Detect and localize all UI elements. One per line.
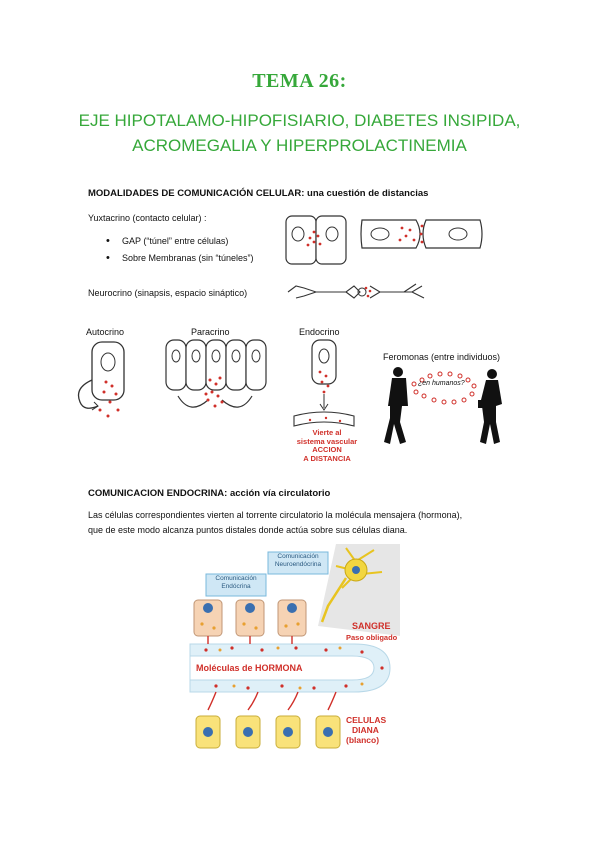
section1-heading: MODALIDADES DE COMUNICACIÓN CELULAR: una… bbox=[88, 188, 428, 199]
endocrino-illustration bbox=[293, 339, 355, 427]
endocrino-caption: Vierte al sistema vascular ACCION A DIST… bbox=[287, 428, 367, 463]
neuron-synapse-illustration bbox=[287, 283, 425, 299]
autocrino-illustration bbox=[77, 341, 125, 418]
section2-heading: COMUNICACION ENDOCRINA: acción vía circu… bbox=[88, 488, 330, 499]
paragraph-line2: que de este modo alcanza puntos distales… bbox=[88, 525, 408, 535]
section1-heading-rest: : una cuestión de distancias bbox=[301, 188, 429, 199]
page-subtitle-line1: EJE HIPOTALAMO-HIPOFISIARIO, DIABETES IN… bbox=[78, 111, 521, 130]
section2-paragraph: Las células correspondientes vierten al … bbox=[88, 508, 558, 538]
box-endo-line2: Endócrina bbox=[221, 583, 251, 590]
caption-line4: A DISTANCIA bbox=[303, 453, 351, 463]
box-endocrina: Comunicación Endócrina bbox=[206, 575, 266, 591]
page-title: TEMA 26: bbox=[252, 70, 347, 92]
en-humanos-label: ¿en humanos? bbox=[418, 380, 465, 387]
section2-heading-rest: : acción vía circulatorio bbox=[224, 488, 331, 499]
sangre-label: SANGRE bbox=[352, 621, 391, 631]
caption-line1: Vierte al bbox=[312, 428, 342, 437]
celulas-line2: DIANA bbox=[352, 725, 379, 735]
secreting-cells bbox=[193, 599, 307, 637]
section2-heading-bold: COMUNICACION ENDOCRINA bbox=[88, 488, 225, 499]
feromonas-label: Feromonas (entre individuos) bbox=[383, 352, 501, 362]
celulas-line1: CELULAS bbox=[346, 715, 387, 725]
gap-cells-illustration bbox=[285, 215, 347, 265]
celulas-line3: (blanco) bbox=[346, 735, 380, 745]
page-subtitle-line2: ACROMEGALIA Y HIPERPROLACTINEMIA bbox=[132, 136, 467, 155]
paracrino-illustration bbox=[165, 339, 267, 408]
section1-heading-bold: MODALIDADES DE COMUNICACIÓN CELULAR bbox=[88, 188, 302, 199]
paso-obligado-label: Paso obligado bbox=[346, 633, 398, 642]
box-neuro-line2: Neuroendócrina bbox=[274, 561, 322, 568]
moleculas-label: Moléculas de HORMONA bbox=[196, 663, 303, 673]
yuxtacrino-label: Yuxtacrino (contacto celular) : bbox=[88, 213, 207, 223]
target-cells bbox=[195, 715, 341, 749]
paragraph-line1: Las células correspondientes vierten al … bbox=[88, 510, 463, 520]
membrane-cells-illustration bbox=[360, 219, 483, 249]
autocrino-label: Autocrino bbox=[86, 327, 125, 337]
endocrino-label: Endocrino bbox=[299, 327, 340, 337]
feromonas-illustration bbox=[384, 367, 502, 444]
box-neuro-line1: Comunicación bbox=[277, 553, 319, 560]
caption-line3: ACCION bbox=[312, 445, 342, 454]
neurocrino-label: Neurocrino (sinapsis, espacio sináptico) bbox=[88, 288, 248, 298]
caption-line2: sistema vascular bbox=[296, 436, 358, 446]
bullet-gap: GAP (“túnel” entre células) bbox=[106, 235, 228, 247]
bullet-membranas: Sobre Membranas (sin “túneles”) bbox=[106, 252, 254, 264]
paracrino-label: Paracrino bbox=[191, 327, 230, 337]
walking-woman-icon bbox=[478, 369, 502, 444]
box-endo-line1: Comunicación bbox=[215, 575, 257, 582]
walking-man-icon bbox=[384, 367, 408, 444]
box-neuroendocrina: Comunicación Neuroendócrina bbox=[268, 553, 328, 569]
neuroendocrine-neuron-icon bbox=[320, 547, 383, 623]
endocrine-communication-diagram bbox=[186, 544, 416, 756]
celulas-diana-label: CELULAS DIANA (blanco) bbox=[346, 715, 386, 745]
